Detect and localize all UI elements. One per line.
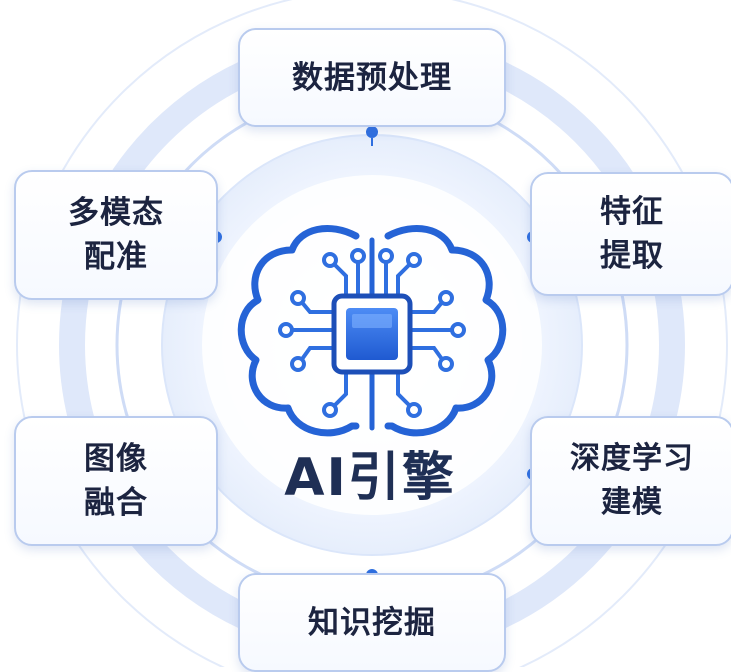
chip-icon	[331, 293, 413, 375]
node-label-line1: 多模态	[68, 195, 164, 231]
node-data-preprocessing[interactable]: 数据预处理	[238, 28, 506, 127]
center-title: AI引擎	[284, 448, 456, 508]
node-deep-learning-modeling[interactable]: 深度学习 建模	[530, 416, 731, 546]
circuit-nodes	[278, 248, 466, 418]
node-multimodal-registration[interactable]: 多模态 配准	[14, 170, 218, 300]
circuit-traces	[288, 260, 456, 410]
node-label-line2: 融合	[84, 485, 148, 521]
node-label-line1: 深度学习	[570, 441, 694, 476]
brain-circuit-icon	[237, 225, 507, 437]
node-label-line1: 特征	[600, 194, 664, 230]
node-feature-extraction[interactable]: 特征 提取	[530, 172, 731, 296]
connector-dot-top	[366, 126, 378, 138]
outer-ring	[16, 0, 728, 667]
node-label-line1: 图像	[84, 441, 148, 477]
node-label-line2: 建模	[601, 485, 663, 520]
node-image-fusion[interactable]: 图像 融合	[14, 416, 218, 546]
node-label: 数据预处理	[292, 59, 452, 96]
node-label-line2: 提取	[600, 238, 664, 274]
node-label: 知识挖掘	[308, 604, 436, 641]
node-knowledge-mining[interactable]: 知识挖掘	[238, 573, 506, 672]
node-label-line2: 配准	[84, 239, 148, 275]
